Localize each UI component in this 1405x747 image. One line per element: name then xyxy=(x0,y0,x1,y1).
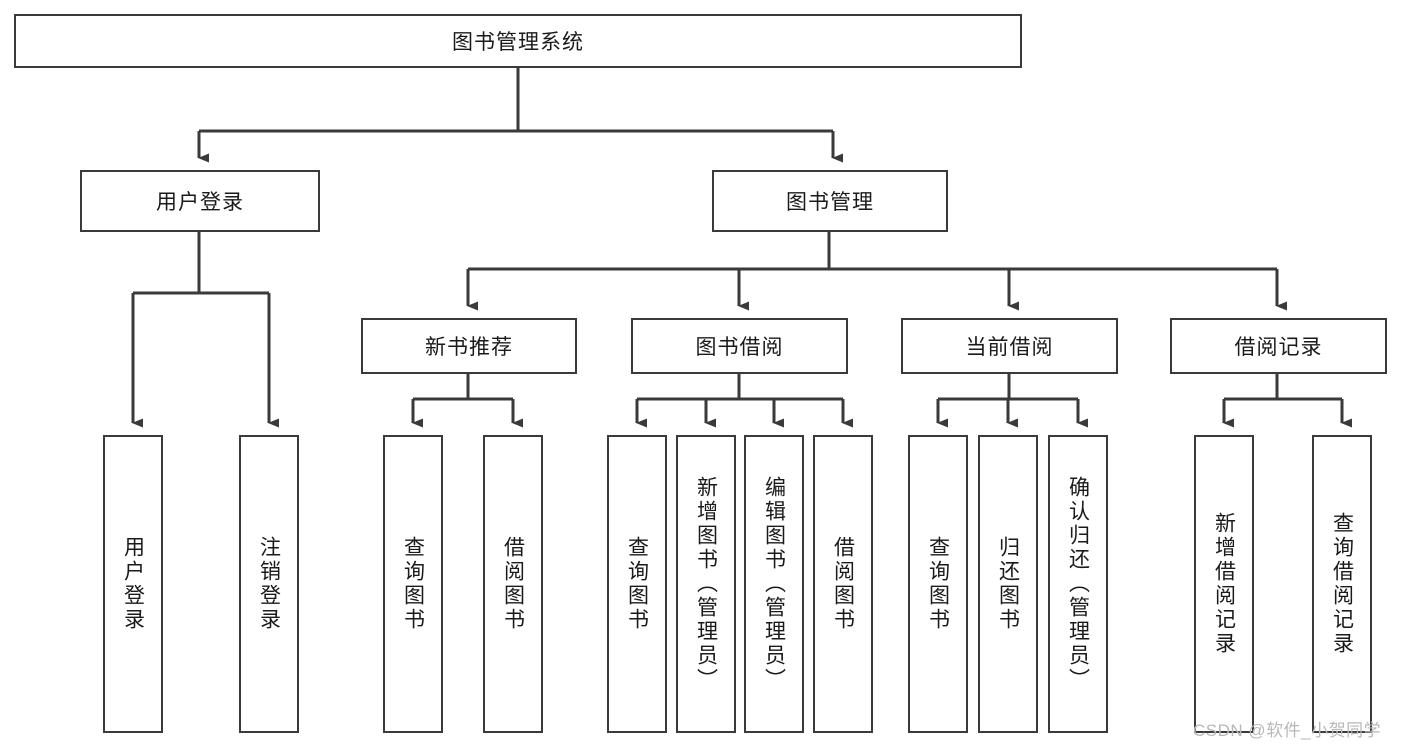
node-label: 查询图书 xyxy=(625,536,649,632)
leaf-record-add-borrow-record[interactable]: 新增借阅记录 xyxy=(1194,435,1254,733)
node-label: 新书推荐 xyxy=(425,336,513,359)
node-borrow-record[interactable]: 借阅记录 xyxy=(1170,318,1387,374)
node-label: 新增图书（管理员） xyxy=(694,476,718,692)
leaf-recommend-borrow-book[interactable]: 借阅图书 xyxy=(483,435,543,733)
node-label: 图书管理系统 xyxy=(452,31,584,54)
node-label: 用户登录 xyxy=(156,191,244,214)
leaf-record-query-borrow-record[interactable]: 查询借阅记录 xyxy=(1312,435,1372,733)
node-label: 当前借阅 xyxy=(965,336,1054,359)
node-label: 用户登录 xyxy=(121,536,145,632)
node-label: 查询借阅记录 xyxy=(1330,512,1354,656)
node-root-book-management-system[interactable]: 图书管理系统 xyxy=(14,14,1022,68)
node-new-book-recommend[interactable]: 新书推荐 xyxy=(361,318,577,374)
csdn-watermark: CSDN @软件_小贺同学 xyxy=(1193,721,1382,740)
node-label: 注销登录 xyxy=(257,536,281,632)
leaf-borrow-add-book-admin[interactable]: 新增图书（管理员） xyxy=(676,435,736,733)
node-user-login[interactable]: 用户登录 xyxy=(80,170,320,232)
leaf-current-return-book[interactable]: 归还图书 xyxy=(978,435,1038,733)
node-book-borrow[interactable]: 图书借阅 xyxy=(631,318,848,374)
leaf-borrow-borrow-book[interactable]: 借阅图书 xyxy=(813,435,873,733)
node-label: 图书借阅 xyxy=(695,336,784,359)
node-label: 确认归还（管理员） xyxy=(1066,476,1090,692)
node-book-management[interactable]: 图书管理 xyxy=(712,170,948,232)
node-label: 借阅图书 xyxy=(831,536,855,632)
node-label: 借阅图书 xyxy=(501,536,525,632)
leaf-user-login[interactable]: 用户登录 xyxy=(103,435,163,733)
leaf-borrow-edit-book-admin[interactable]: 编辑图书（管理员） xyxy=(744,435,804,733)
node-label: 查询图书 xyxy=(926,536,950,632)
leaf-user-logout[interactable]: 注销登录 xyxy=(239,435,299,733)
node-label: 编辑图书（管理员） xyxy=(762,476,786,692)
node-label: 查询图书 xyxy=(401,536,425,632)
leaf-current-confirm-return-admin[interactable]: 确认归还（管理员） xyxy=(1048,435,1108,733)
node-label: 图书管理 xyxy=(786,191,874,214)
leaf-recommend-query-book[interactable]: 查询图书 xyxy=(383,435,443,733)
leaf-current-query-book[interactable]: 查询图书 xyxy=(908,435,968,733)
node-current-borrow[interactable]: 当前借阅 xyxy=(901,318,1118,374)
node-label: 归还图书 xyxy=(996,536,1020,632)
node-label: 新增借阅记录 xyxy=(1212,512,1236,656)
leaf-borrow-query-book[interactable]: 查询图书 xyxy=(607,435,667,733)
node-label: 借阅记录 xyxy=(1234,336,1323,359)
